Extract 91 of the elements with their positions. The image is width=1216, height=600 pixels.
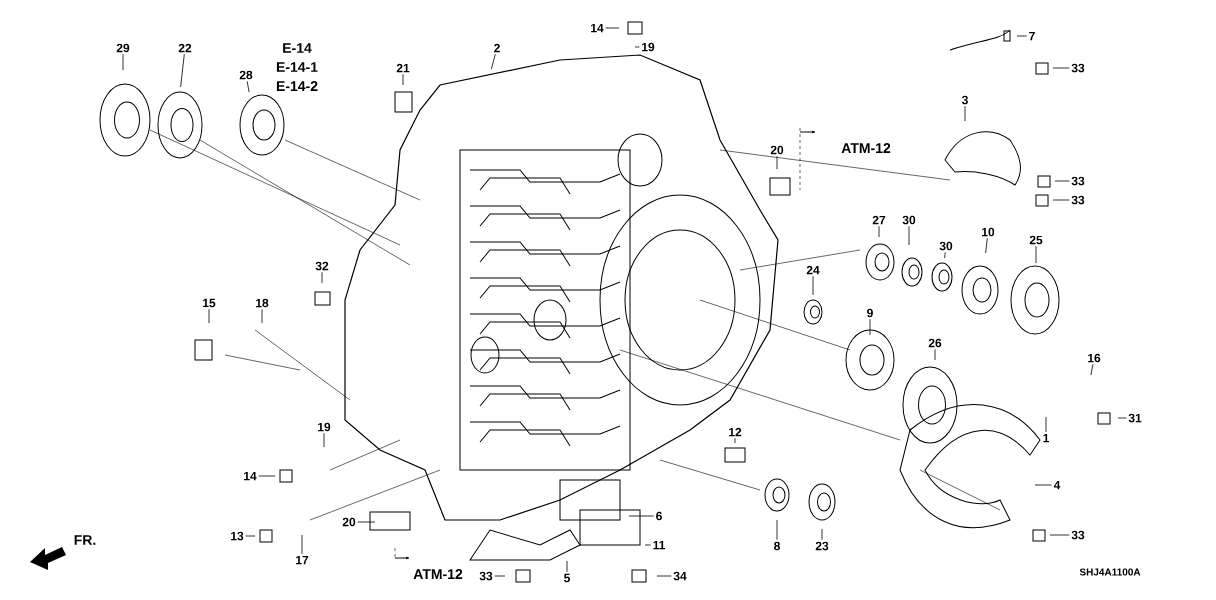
callout-number: 16 [1088, 353, 1101, 363]
leader-line [1035, 245, 1037, 264]
leader-line [1052, 67, 1070, 69]
leader-line [357, 521, 376, 523]
callout-number: 23 [815, 541, 829, 551]
callout-number: 15 [203, 298, 216, 308]
callout-number: 20 [342, 517, 356, 527]
callout-number: 27 [872, 215, 886, 225]
leader-line [261, 308, 263, 324]
leader-line [605, 27, 620, 29]
leader-line [1054, 180, 1070, 182]
leader-line [1052, 199, 1070, 201]
reference-label: E-14-1 [276, 62, 318, 72]
callout-number: 1 [1043, 433, 1049, 443]
callout-number: 6 [656, 511, 662, 521]
leader-line [776, 155, 778, 170]
leader-line [934, 348, 936, 361]
leader-line [494, 575, 506, 577]
callout-number: 12 [729, 427, 742, 437]
leader-line [656, 575, 672, 577]
leader-line [985, 237, 988, 254]
leader-line [1016, 35, 1028, 37]
callout-number: 32 [315, 261, 329, 271]
callout-number: 31 [1128, 413, 1142, 423]
leader-line [1090, 363, 1094, 376]
leader-line [321, 271, 323, 284]
leader-line [208, 308, 210, 324]
callout-number: 19 [642, 42, 655, 52]
leader-line [323, 432, 325, 448]
callout-number: 30 [902, 215, 916, 225]
callout-number: 25 [1029, 235, 1043, 245]
leader-line [1117, 417, 1127, 419]
leader-line [908, 225, 910, 246]
leader-line [180, 53, 185, 88]
leader-line [1049, 534, 1070, 536]
leader-line [812, 275, 814, 296]
callout-number: 33 [1071, 530, 1085, 540]
callout-number: 3 [961, 95, 968, 105]
callout-number: 33 [1071, 63, 1085, 73]
leader-line [869, 318, 871, 336]
callout-number: 34 [673, 571, 687, 581]
callout-number: 7 [1029, 31, 1035, 41]
callout-number: 26 [928, 338, 942, 348]
callout-number: 2 [494, 43, 500, 53]
leader-line [964, 105, 966, 122]
callout-number: 8 [774, 541, 780, 551]
reference-label: E-14 [283, 43, 312, 53]
callout-number: 33 [1071, 176, 1085, 186]
leader-line [634, 46, 640, 48]
leader-line [402, 73, 404, 86]
callout-number: 19 [318, 422, 331, 432]
leader-line [628, 515, 655, 517]
leader-line [258, 475, 276, 477]
callout-number: 20 [770, 145, 784, 155]
callout-number: 14 [591, 23, 604, 33]
callout-number: 17 [296, 555, 309, 565]
callout-number: 21 [396, 63, 410, 73]
callout-number: 4 [1053, 480, 1061, 490]
callout-number: 22 [178, 43, 192, 53]
callout-number: 11 [653, 540, 665, 550]
reference-label: ATM-12 [413, 569, 463, 579]
leader-line [878, 225, 880, 238]
reference-label: E-14-2 [276, 81, 318, 91]
callout-number: 14 [244, 471, 257, 481]
callout-number: 28 [239, 70, 253, 80]
callout-number: 24 [806, 265, 820, 275]
leader-line [644, 544, 652, 546]
callout-number: 13 [231, 531, 244, 541]
leader-line [1034, 484, 1053, 486]
leader-line [301, 534, 303, 555]
direction-label: FR. [74, 535, 96, 545]
callout-number: 29 [116, 43, 130, 53]
drawing-code: SHJ4A1100A [1079, 568, 1141, 576]
callout-number: 9 [867, 308, 873, 318]
leader-line [821, 528, 823, 541]
callout-number: 33 [479, 571, 493, 581]
leader-line [122, 53, 124, 71]
leader-line [944, 251, 946, 259]
callout-number: 33 [1071, 195, 1085, 205]
leader-line [245, 535, 256, 537]
leader-line [776, 519, 778, 541]
leader-line [246, 80, 250, 93]
callout-number: 10 [982, 227, 995, 237]
leader-line [1045, 416, 1047, 433]
callout-number: 5 [564, 573, 570, 583]
leader-line [566, 560, 568, 573]
callout-number: 30 [939, 241, 953, 251]
leader-line [734, 437, 736, 444]
reference-label: ATM-12 [841, 143, 891, 153]
callout-number: 18 [256, 298, 269, 308]
leader-line [490, 53, 496, 70]
